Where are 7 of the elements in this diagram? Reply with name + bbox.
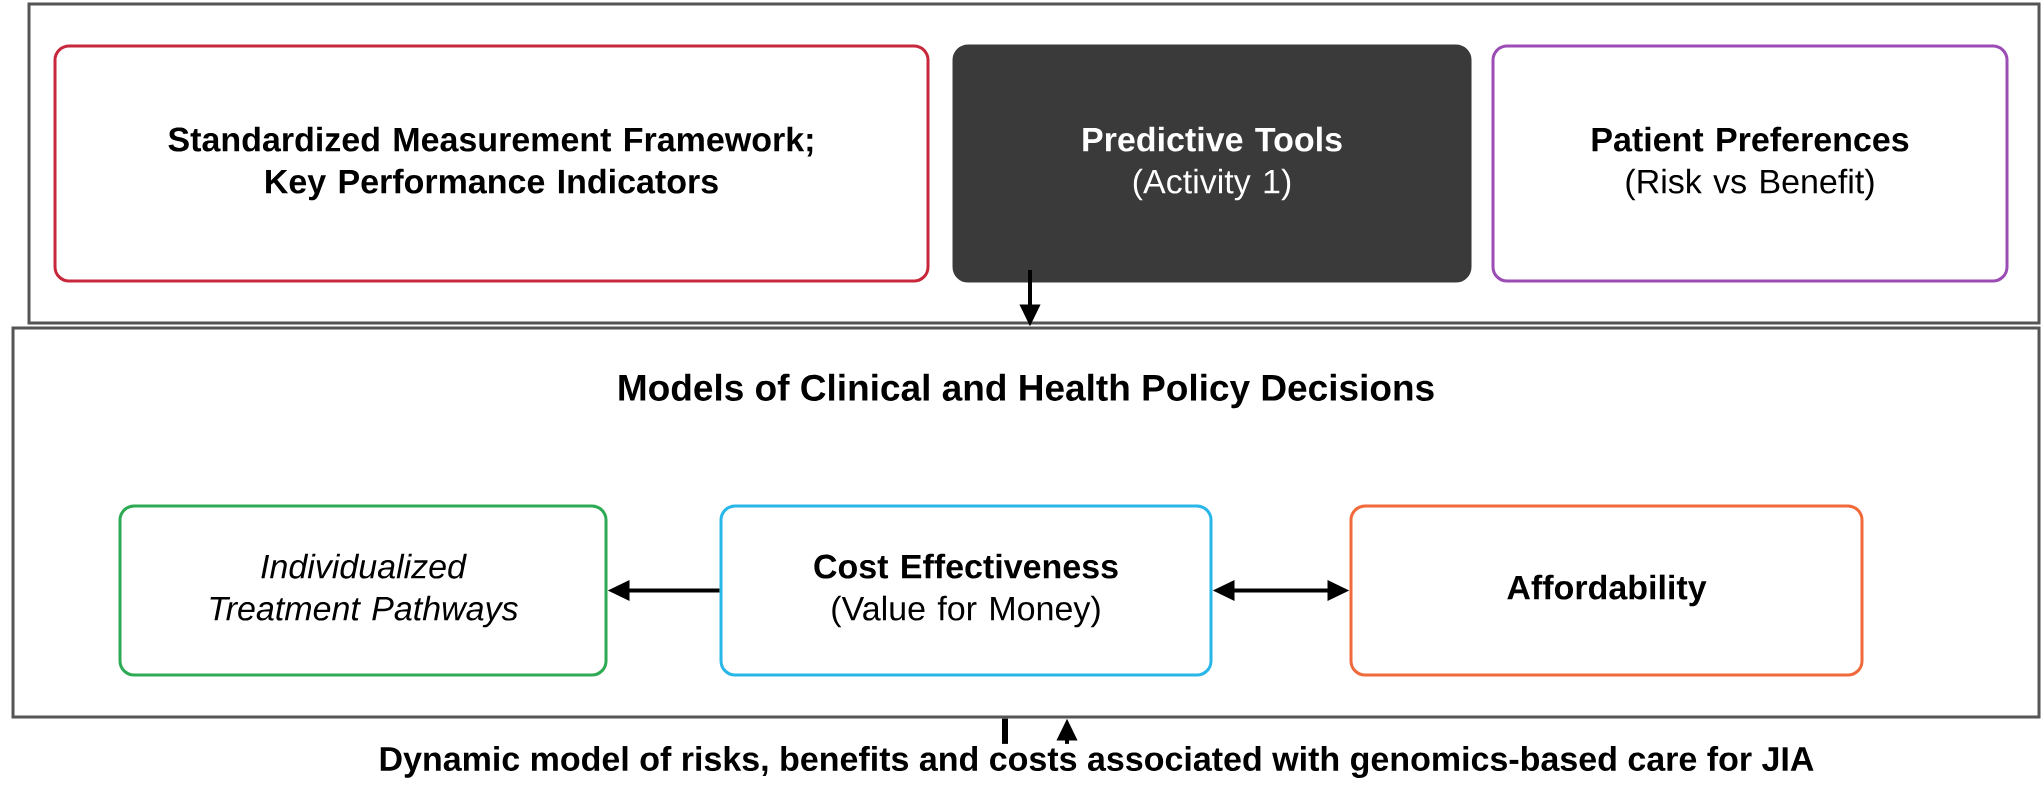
caption-text: Dynamic model of risks, benefits and costs associated with genomics-based care for JIA [380, 746, 1814, 778]
process-box: Affordability [1349, 504, 1864, 677]
process-box: Patient Preferences (Risk vs Benefit) [1491, 44, 2009, 283]
process-box: Standardized Measurement Framework; Key Performance Indicators [53, 44, 930, 283]
process-box: Predictive Tools (Activity 1) [952, 44, 1472, 283]
process-box: Cost Effectiveness (Value for Money) [719, 504, 1213, 677]
process-box: Individualized Treatment Pathways [118, 504, 608, 677]
